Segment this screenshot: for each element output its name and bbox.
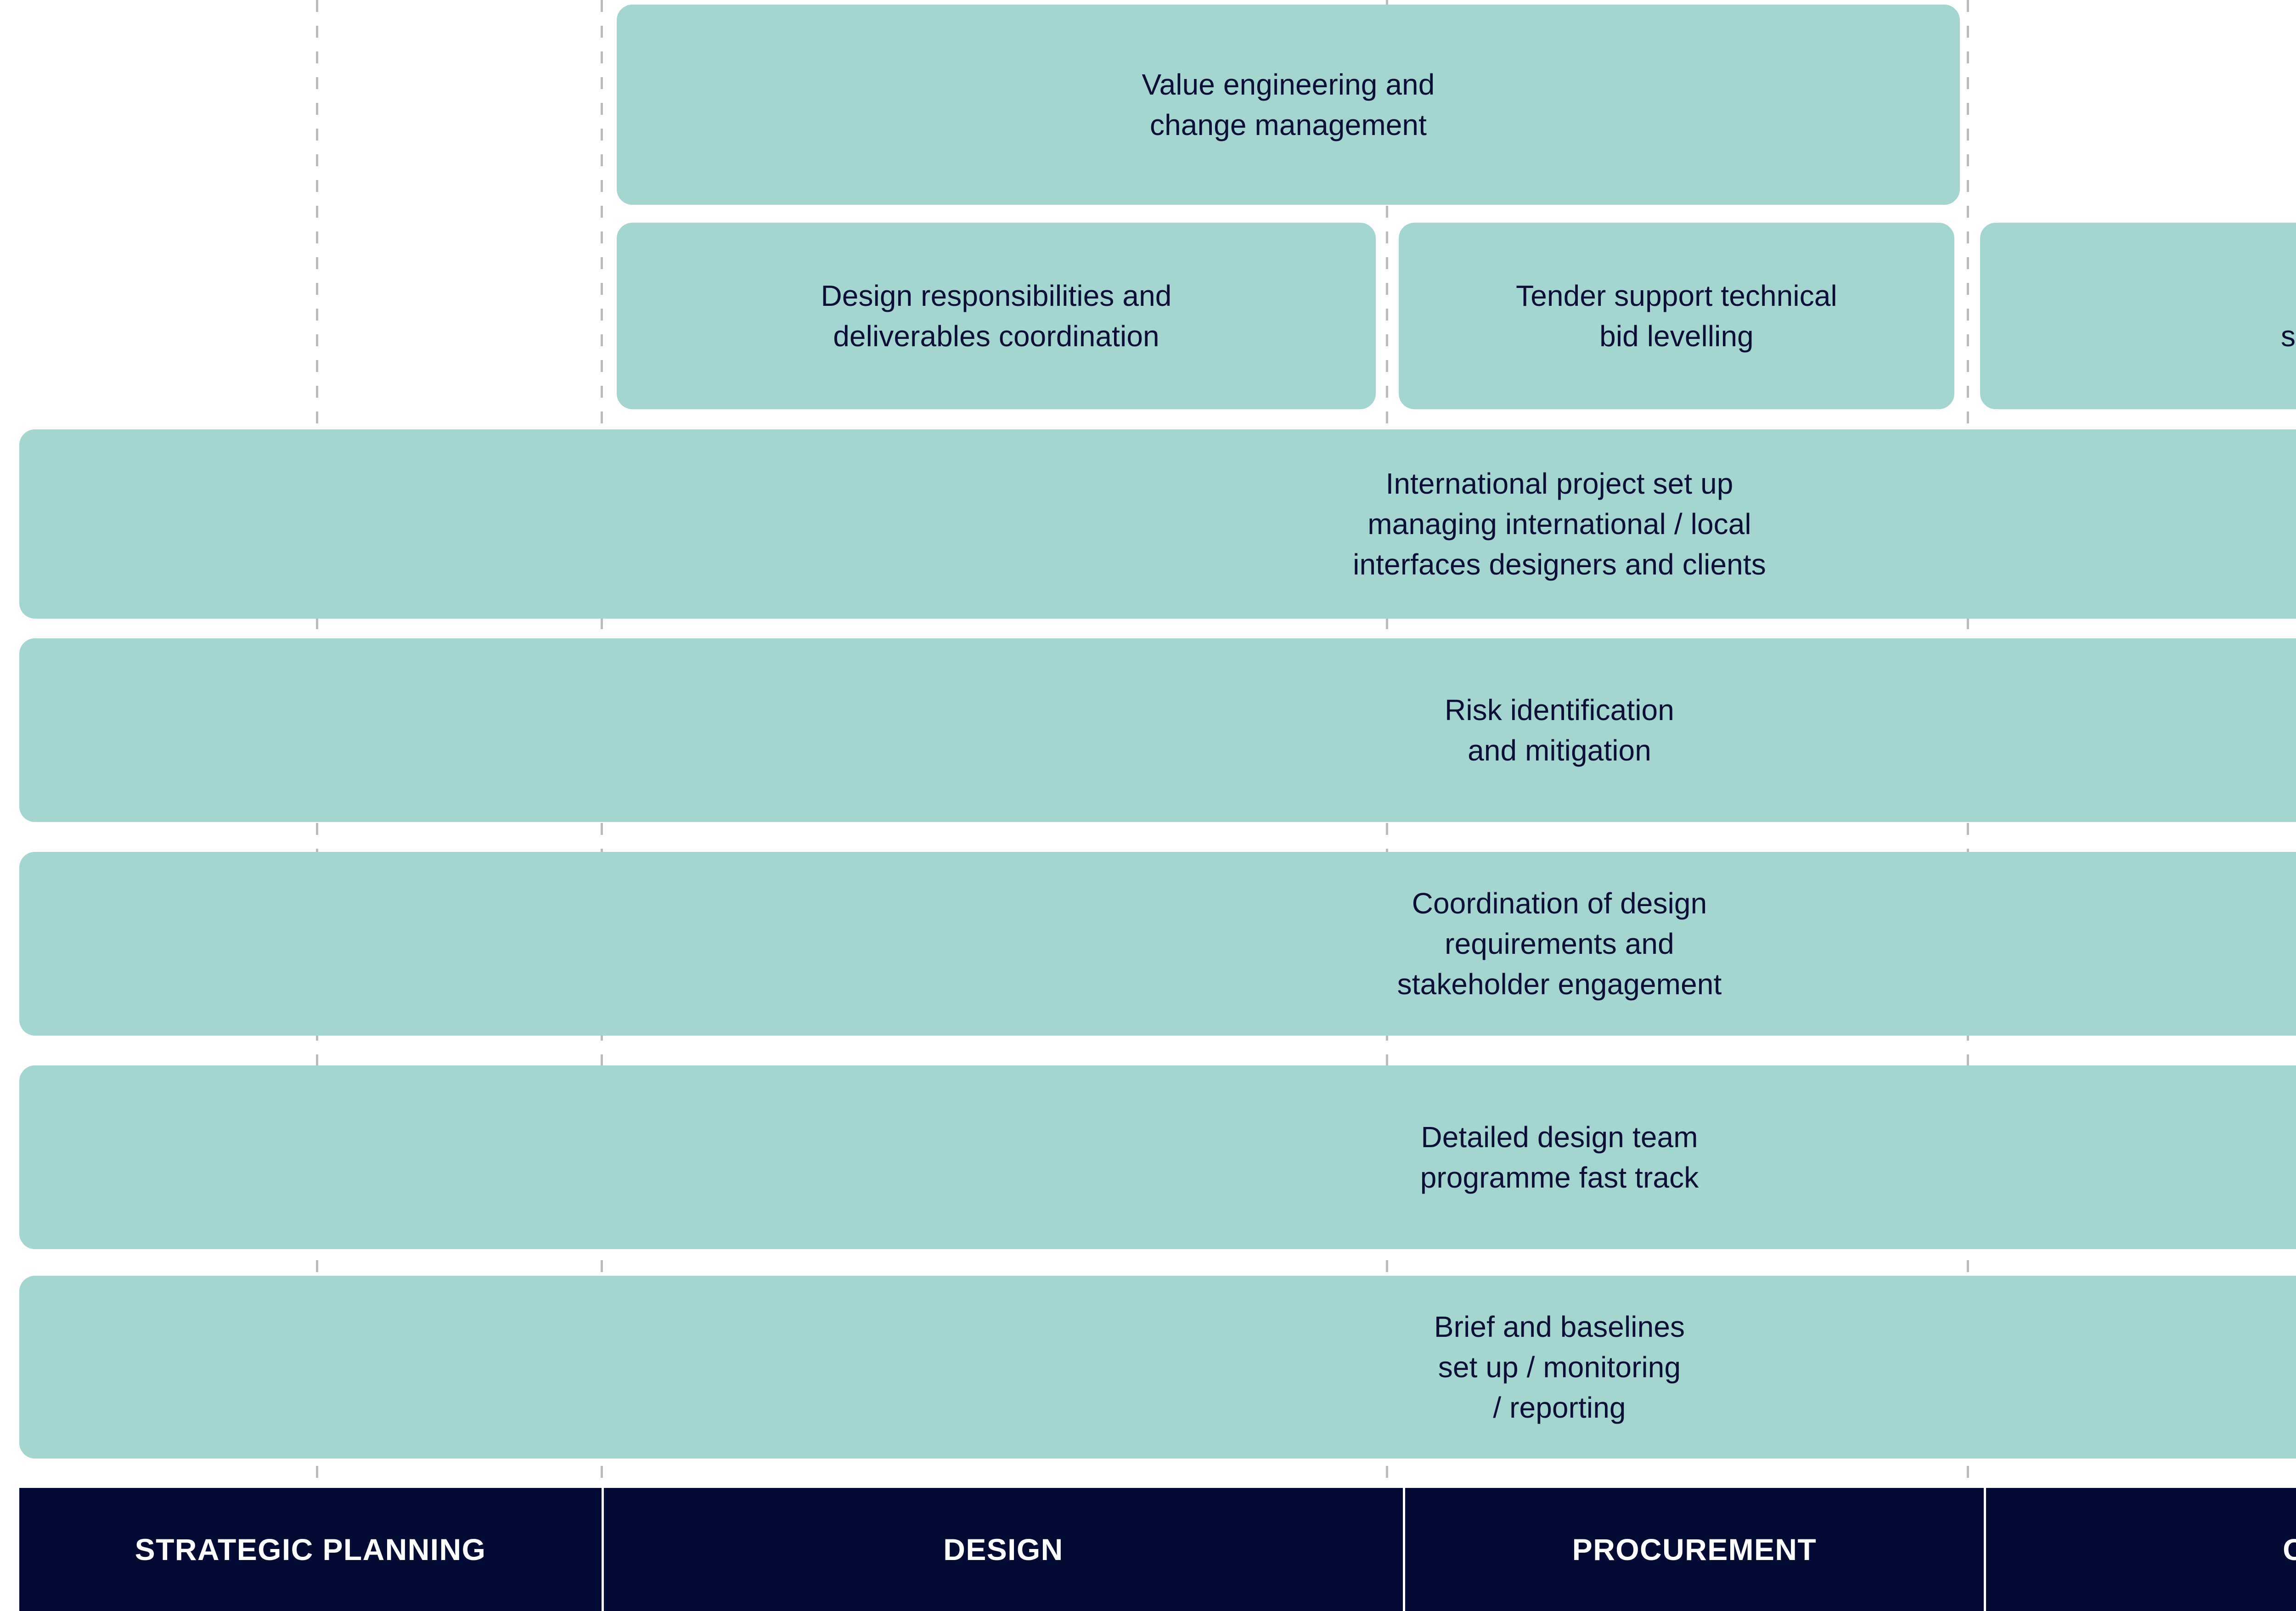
phase-cell[interactable]: PROCUREMENT (1405, 1488, 1984, 1611)
phase-divider (602, 1488, 604, 1611)
activity-bar[interactable]: Design responsibilities and deliverables… (617, 223, 1376, 409)
activity-bar-label: Design responsibilities and deliverables… (821, 279, 1172, 353)
phase-divider (1984, 1488, 1986, 1611)
activity-bar[interactable]: Detailed design team programme fast trac… (19, 1065, 2296, 1249)
phase-cell[interactable]: CONSTRUCTION AND OPERATION (1986, 1488, 2296, 1611)
phase-label: STRATEGIC PLANNING (135, 1532, 486, 1566)
activity-bar-label: Brief and baselines set up / monitoring … (1434, 1310, 1685, 1425)
activity-bar-label: Detailed design team programme fast trac… (1420, 1120, 1699, 1194)
activity-bar-label: International project set up managing in… (1353, 467, 1766, 581)
activity-bar[interactable]: Risk identification and mitigation (19, 638, 2296, 822)
phase-label: CONSTRUCTION AND OPERATION (2283, 1532, 2296, 1566)
phase-label: DESIGN (943, 1532, 1064, 1566)
activity-bar[interactable]: Coordination of site variations and subm… (1980, 223, 2296, 409)
activity-bar-label: Risk identification and mitigation (1445, 693, 1674, 767)
phase-label: PROCUREMENT (1572, 1532, 1817, 1566)
phase-footer-band: STRATEGIC PLANNING DESIGN PROCUREMENT CO… (19, 1488, 2296, 1611)
phase-cell[interactable]: DESIGN (604, 1488, 1403, 1611)
activity-bar[interactable]: International project set up managing in… (19, 429, 2296, 619)
phase-cell[interactable]: STRATEGIC PLANNING (19, 1488, 602, 1611)
activity-bar[interactable]: Tender support technical bid levelling (1399, 223, 1954, 409)
activity-bar-label: Tender support technical bid levelling (1516, 279, 1837, 353)
activity-bar[interactable]: Value engineering and change management (617, 5, 1960, 205)
activity-bar[interactable]: Coordination of design requirements and … (19, 852, 2296, 1036)
activity-bar-label: Value engineering and change management (1142, 68, 1435, 141)
activity-bar-label: Coordination of design requirements and … (1397, 886, 1722, 1001)
activity-bar-label: Coordination of site variations and subm… (2281, 320, 2296, 353)
activity-bar[interactable]: Brief and baselines set up / monitoring … (19, 1276, 2296, 1459)
phase-divider (1403, 1488, 1405, 1611)
